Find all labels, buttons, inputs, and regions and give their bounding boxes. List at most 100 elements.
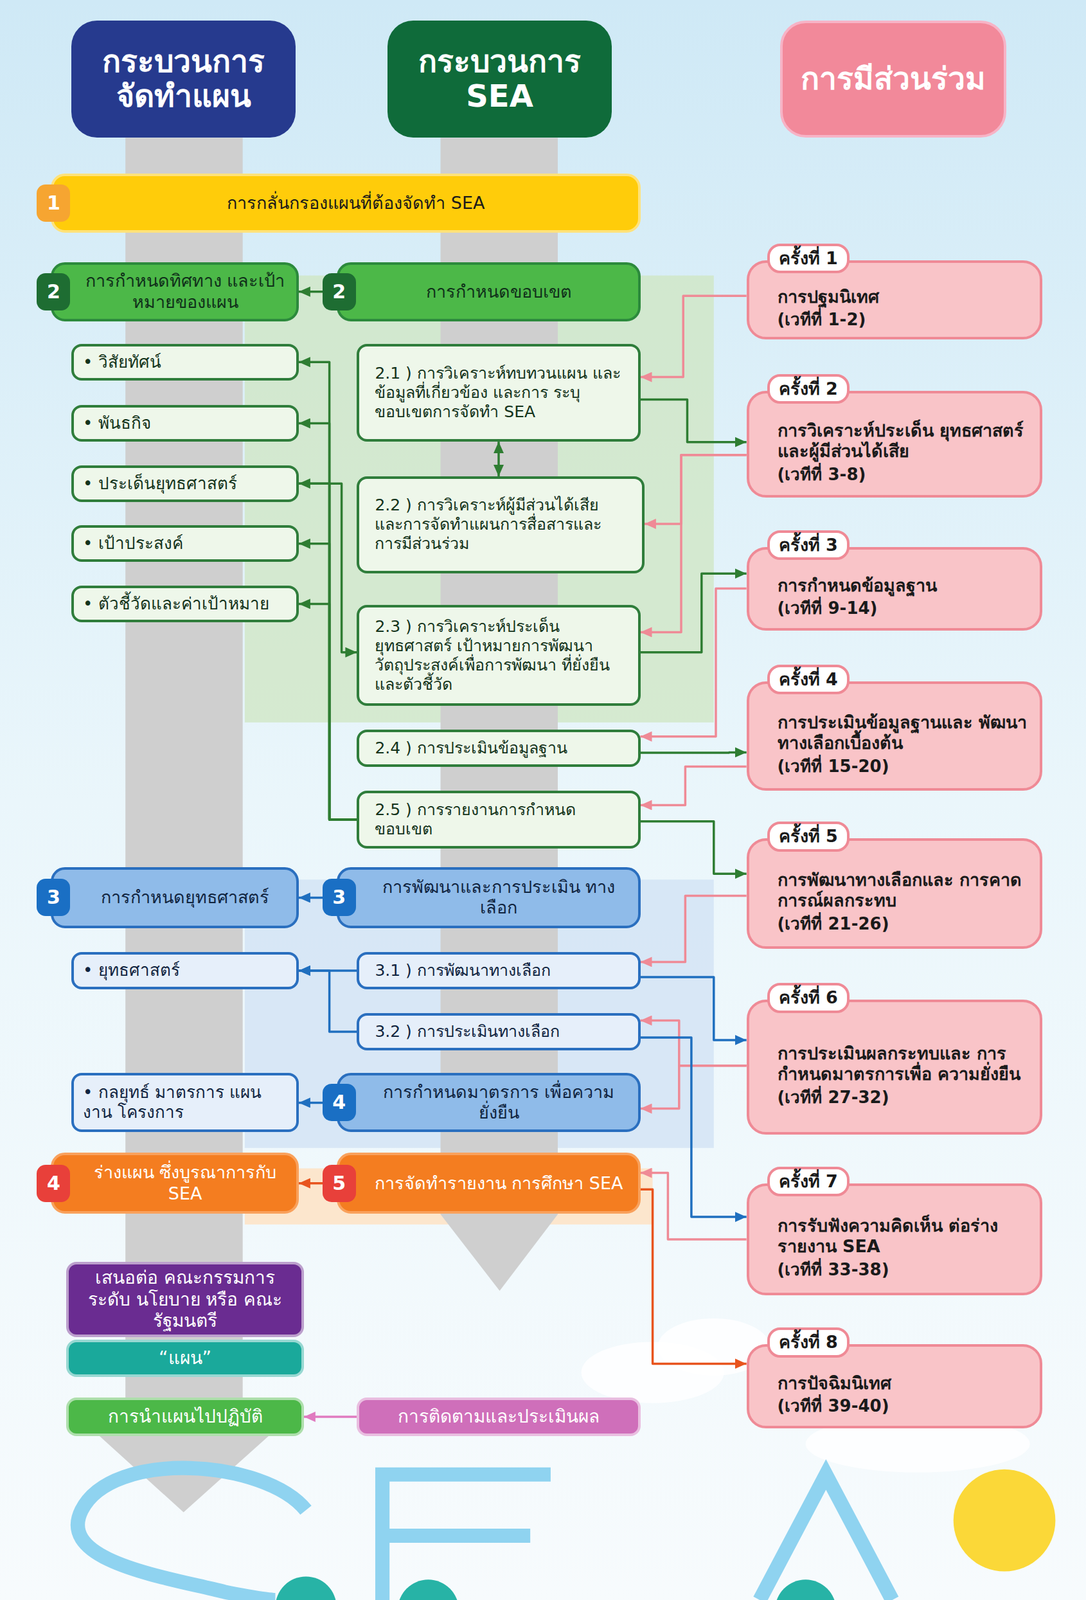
step-number: 2 (322, 273, 357, 311)
connector (298, 423, 358, 820)
decoration (397, 1578, 459, 1600)
box-text: กระบวนการ SEA (396, 44, 603, 114)
participation-box: ครั้งที่ 5การพัฒนาทางเลือกและ การคาดการณ… (746, 837, 1043, 948)
venue-range: (เวทีที่ 3-8) (777, 464, 1029, 485)
connector (640, 295, 747, 377)
connector (303, 1415, 358, 1418)
box-text: • พันธกิจ (82, 413, 288, 434)
venue-range: (เวทีที่ 39-40) (777, 1395, 1029, 1416)
venue-range: (เวทีที่ 33-38) (777, 1259, 1029, 1280)
box-text: เสนอต่อ คณะกรรมการระดับ นโยบาย หรือ คณะร… (76, 1266, 294, 1332)
step-bar: 1การกลั่นกรองแผนที่ต้องจัดทำ SEA (50, 173, 641, 233)
step-number: 4 (322, 1083, 357, 1121)
box-text: การกำหนดขอบเขต (368, 281, 630, 303)
connector (298, 543, 358, 820)
session-title: การปฐมนิเทศ (777, 286, 1029, 308)
decoration (953, 1468, 1056, 1572)
decoration (77, 1467, 306, 1600)
decoration (275, 1575, 337, 1600)
participation-box: ครั้งที่ 8การปัจฉิมนิเทศ(เวทีที่ 39-40) (746, 1343, 1043, 1428)
venue-range: (เวทีที่ 21-26) (777, 913, 1029, 934)
step-box: 2การกำหนดทิศทาง และเป้าหมายของแผน (50, 262, 299, 322)
column-header: กระบวนการ จัดทำแผน (71, 20, 296, 138)
connector (640, 976, 747, 1040)
venue-range: (เวทีที่ 27-32) (777, 1087, 1029, 1108)
step-box: 4ร่างแผน ซึ่งบูรณาการกับ SEA (50, 1152, 299, 1214)
connector (640, 821, 747, 874)
sea-substep: 3.2 ) การประเมินทางเลือก (356, 1012, 641, 1051)
session-tab: ครั้งที่ 7 (767, 1166, 850, 1196)
connector (644, 454, 747, 524)
process-pill: การติดตามและประเมินผล (356, 1397, 641, 1436)
sea-substep: 2.5 ) การรายงานการกำหนด ขอบเขต (356, 790, 641, 849)
box-text: • ยุทธศาสตร์ (82, 960, 288, 980)
box-text: การนำแผนไปปฏิบัติ (107, 1405, 263, 1428)
box-text: การจัดทำรายงาน การศึกษา SEA (368, 1172, 630, 1194)
process-pill: การนำแผนไปปฏิบัติ (66, 1397, 304, 1436)
connector (640, 765, 747, 805)
box-text: 3.2 ) การประเมินทางเลือก (374, 1021, 623, 1042)
step-number: 3 (36, 878, 71, 916)
box-text: 3.1 ) การพัฒนาทางเลือก (374, 960, 623, 980)
plan-item: • ตัวชี้วัดและค่าเป้าหมาย (71, 585, 299, 623)
connector (640, 1065, 747, 1109)
session-tab: ครั้งที่ 1 (767, 243, 850, 274)
box-text: การกำหนดมาตรการ เพื่อความยั่งยืน (368, 1081, 630, 1124)
session-title: การประเมินข้อมูลฐานและ พัฒนาทางเลือกเบื้… (777, 712, 1029, 754)
plan-item: • ยุทธศาสตร์ (71, 951, 299, 990)
box-text: • ตัวชี้วัดและค่าเป้าหมาย (82, 593, 288, 614)
session-tab: ครั้งที่ 6 (767, 982, 850, 1013)
box-text: 2.4 ) การประเมินข้อมูลฐาน (374, 738, 623, 758)
plan-item: • เป้าประสงค์ (71, 525, 299, 562)
participation-box: ครั้งที่ 7การรับฟังความคิดเห็น ต่อร่างรา… (746, 1183, 1043, 1296)
plan-item: • วิสัยทัศน์ (71, 343, 299, 381)
process-pill: เสนอต่อ คณะกรรมการระดับ นโยบาย หรือ คณะร… (66, 1261, 304, 1337)
decoration (125, 137, 243, 1439)
step-box: 4การกำหนดมาตรการ เพื่อความยั่งยืน (336, 1072, 641, 1132)
box-text: 2.3 ) การวิเคราะห์ประเด็น ยุทธศาสตร์ เป้… (374, 616, 623, 695)
venue-range: (เวทีที่ 9-14) (777, 598, 1029, 619)
step-number: 5 (322, 1164, 357, 1202)
step-number: 1 (36, 184, 71, 222)
session-title: การรับฟังความคิดเห็น ต่อร่างรายงาน SEA (777, 1215, 1029, 1257)
session-title: การปัจฉิมนิเทศ (777, 1372, 1029, 1394)
connector (640, 751, 747, 754)
sea-substep: 2.4 ) การประเมินข้อมูลฐาน (356, 729, 641, 768)
column-header: การมีส่วนร่วม (780, 20, 1007, 138)
participation-box: ครั้งที่ 1การปฐมนิเทศ(เวทีที่ 1-2) (746, 260, 1043, 340)
connector (298, 970, 358, 1032)
box-text: การติดตามและประเมินผล (397, 1405, 600, 1428)
sea-substep: 2.2 ) การวิเคราะห์ผู้มีส่วนได้เสีย และกา… (356, 476, 644, 574)
plan-item: • กลยุทธ์ มาตรการ แผนงาน โครงการ (71, 1072, 299, 1132)
connector (640, 1020, 747, 1066)
box-text: 2.2 ) การวิเคราะห์ผู้มีส่วนได้เสีย และกา… (374, 495, 626, 554)
plan-item: • พันธกิจ (71, 404, 299, 442)
box-text: • วิสัยทัศน์ (82, 352, 288, 373)
box-text: กระบวนการ จัดทำแผน (80, 44, 287, 114)
session-title: การกำหนดข้อมูลฐาน (777, 575, 1029, 596)
connector (640, 1188, 747, 1363)
box-text: 2.1 ) การวิเคราะห์ทบทวนแผน และข้อมูลที่เ… (374, 363, 623, 422)
box-text: การกำหนดยุทธศาสตร์ (82, 886, 288, 908)
box-text: การมีส่วนร่วม (800, 61, 986, 97)
box-text: การกลั่นกรองแผนที่ต้องจัดทำ SEA (82, 192, 629, 214)
connector (640, 573, 747, 653)
sea-substep: 3.1 ) การพัฒนาทางเลือก (356, 951, 641, 990)
participation-box: ครั้งที่ 4การประเมินข้อมูลฐานและ พัฒนาทา… (746, 681, 1043, 791)
step-number: 3 (322, 878, 357, 916)
venue-range: (เวทีที่ 1-2) (777, 309, 1029, 330)
decoration (440, 1213, 558, 1291)
decoration (774, 1578, 837, 1600)
session-tab: ครั้งที่ 5 (767, 821, 850, 851)
step-box: 3การกำหนดยุทธศาสตร์ (50, 866, 299, 928)
box-text: “แผน” (158, 1346, 212, 1369)
venue-range: (เวทีที่ 15-20) (777, 756, 1029, 777)
connector (640, 399, 747, 443)
session-tab: ครั้งที่ 8 (767, 1326, 850, 1357)
box-text: การพัฒนาและการประเมิน ทางเลือก (368, 876, 630, 919)
session-title: การประเมินผลกระทบและ การกำหนดมาตรการเพื่… (777, 1042, 1029, 1085)
session-tab: ครั้งที่ 4 (767, 664, 850, 695)
connector (640, 588, 747, 737)
